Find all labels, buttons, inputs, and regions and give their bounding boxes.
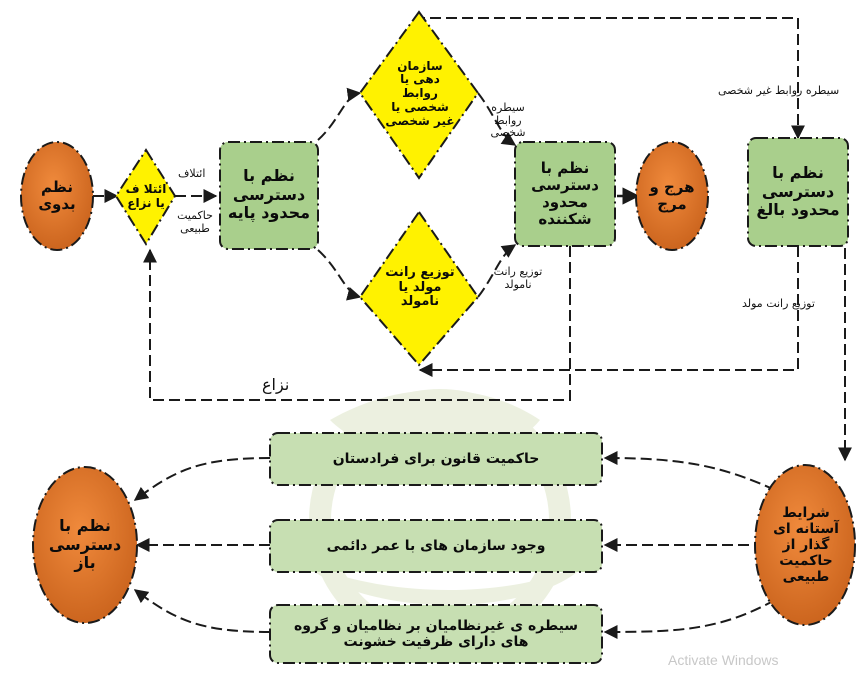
civilian-control-label: سیطره ی غیرنظامیان بر نظامیان و گروه های… bbox=[293, 617, 579, 650]
rule-of-law-box bbox=[269, 432, 603, 486]
edge-label-coalition: ائتلاف bbox=[178, 167, 206, 180]
mature-limited-label: نظم با دسترسی محدود بالغ bbox=[756, 163, 840, 220]
background-emblem bbox=[300, 389, 590, 651]
rent-label: توزیع رانت مولد یا نامولد bbox=[385, 264, 455, 310]
organization-label: سازمان دهی یا روابط شخصی یا غیر شخصی bbox=[385, 58, 455, 128]
rent-diamond bbox=[358, 210, 480, 367]
fragile-limited-label: نظم با دسترسی محدود شکننده bbox=[531, 158, 599, 229]
edge-label-personal-dom: سیطره روابط شخصی bbox=[490, 101, 526, 140]
natural-order-circle bbox=[20, 141, 94, 251]
basic-limited-box bbox=[219, 141, 319, 250]
open-access-label: نظم با دسترسی باز bbox=[48, 516, 122, 573]
mature-limited-box bbox=[747, 137, 849, 247]
open-access-circle bbox=[32, 466, 138, 624]
edge-label-productive-rent: توزیع رانت مولد bbox=[742, 297, 815, 310]
edge-label-impersonal-dom: سیطره روابط غیر شخصی bbox=[718, 84, 840, 97]
natural-order-label: نظم بدوی bbox=[38, 177, 76, 213]
doorstep-label: شرایط آستانه ای گذار از حاکمیت طبیعی bbox=[773, 504, 839, 586]
edge-org-to-fragile bbox=[477, 92, 517, 146]
edge-top-loop bbox=[419, 17, 805, 140]
edge-doorstep-to-rule bbox=[603, 451, 776, 491]
edge-basic-to-rent bbox=[317, 249, 362, 301]
fragile-limited-box bbox=[514, 141, 616, 247]
perpetual-orgs-label: وجود سازمان های با عمر دائمی bbox=[326, 537, 546, 554]
coalition-conflict-label: ائتلا ف یا نزاع bbox=[125, 182, 167, 210]
edge-label-unproductive-rent: توزیع رانت نامولد bbox=[493, 265, 543, 291]
rule-of-law-label: حاکمیت قانون برای فرادستان bbox=[332, 450, 540, 467]
edge-conflict-loop bbox=[143, 246, 571, 401]
edge-basic-to-org bbox=[317, 87, 362, 141]
basic-limited-label: نظم با دسترسی محدود پایه bbox=[227, 166, 311, 223]
edge-civilian-to-open bbox=[133, 589, 271, 633]
edge-label-conflict: نزاع bbox=[262, 375, 290, 394]
chaos-label: هرج و مرج bbox=[649, 177, 695, 213]
organization-diamond bbox=[358, 10, 480, 180]
coalition-diamond bbox=[114, 148, 177, 246]
edge-mature-to-bottom bbox=[418, 246, 799, 377]
edge-rule-to-open bbox=[133, 457, 271, 501]
civilian-control-box bbox=[269, 604, 603, 664]
chaos-circle bbox=[635, 141, 709, 251]
doorstep-circle bbox=[754, 464, 856, 626]
edge-label-natural-rule: حاکمیت طبیعی bbox=[177, 209, 213, 235]
edge-doorstep-to-civilian bbox=[603, 599, 776, 639]
activate-windows-watermark: Activate Windows bbox=[668, 652, 779, 668]
edge-rent-to-fragile bbox=[477, 244, 517, 298]
perpetual-orgs-box bbox=[269, 519, 603, 573]
